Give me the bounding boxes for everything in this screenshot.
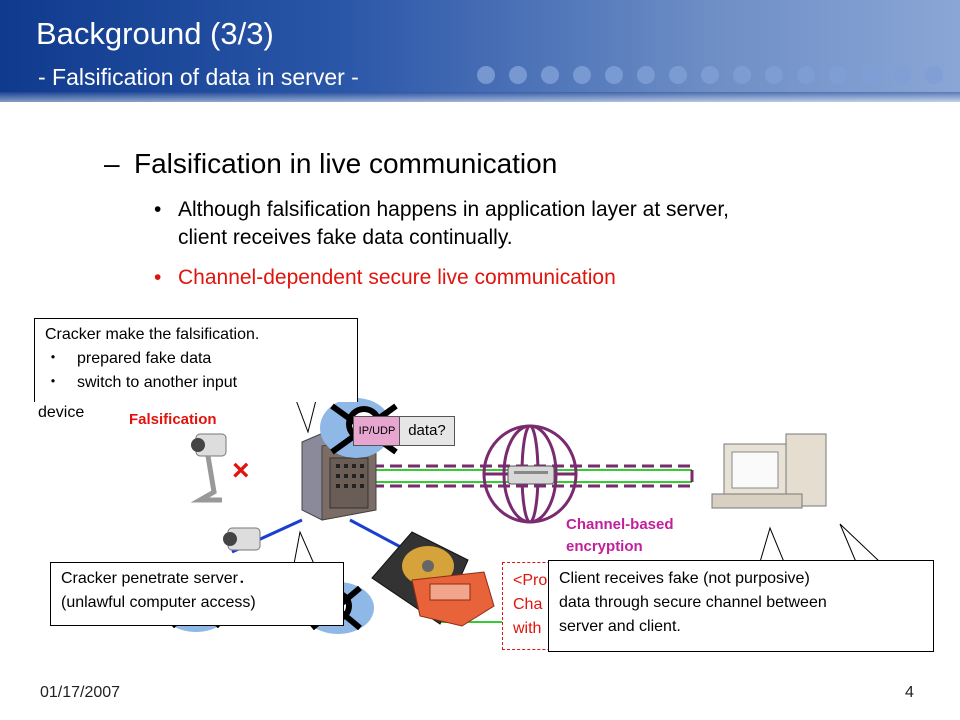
video-tape-icon <box>411 571 495 627</box>
main-bullet: –Falsification in live communication <box>104 148 557 180</box>
footer-date: 01/17/2007 <box>40 684 121 701</box>
slide-subtitle: - Falsification of data in server - <box>38 64 359 90</box>
sub-bullet-2-text: Channel-dependent secure live communicat… <box>178 266 616 289</box>
penetrate-callout-line1: Cracker penetrate server． <box>61 570 254 587</box>
cracker-callout-line2: ・ prepared fake data <box>45 350 212 367</box>
title-banner: Background (3/3) - Falsification of data… <box>0 0 960 102</box>
penetrate-callout-tail <box>293 530 315 565</box>
channel-encryption-label: Channel-based encryption <box>566 514 674 558</box>
client-callout-line2: data through secure channel between <box>559 594 827 611</box>
router-icon <box>507 465 555 485</box>
client-callout-tail-right <box>839 523 882 563</box>
cracker-callout-tail <box>295 399 317 434</box>
cut-x-mark: × <box>232 454 250 487</box>
proposal-box-line2: Cha <box>513 596 543 613</box>
ip-udp-header-label: IP/UDP <box>353 416 401 446</box>
client-callout: Client receives fake (not purposive) dat… <box>548 560 934 652</box>
cracker-callout-line3: ・ switch to another input <box>45 374 238 391</box>
sub-bullet-2: • Channel-dependent secure live communic… <box>154 264 914 292</box>
main-bullet-dash: – <box>104 148 120 179</box>
sub-bullet-1-line1: Although falsification happens in applic… <box>178 198 730 221</box>
penetrate-callout-line2: (unlawful computer access) <box>61 594 256 611</box>
slide-title: Background (3/3) <box>36 16 274 51</box>
main-bullet-text: Falsification in live communication <box>134 148 558 179</box>
bullet-dot: • <box>154 198 162 221</box>
sub-bullet-1: • Although falsification happens in appl… <box>154 196 914 252</box>
client-pc-icon <box>711 433 827 509</box>
proposal-box-line3: with <box>513 620 542 637</box>
falsification-label: Falsification <box>129 411 217 428</box>
channel-label-line2: encryption <box>566 538 643 555</box>
data-payload-label: data? <box>399 416 455 446</box>
camera-icon-top <box>190 433 227 503</box>
cracker-callout-line1: Cracker make the falsification. <box>45 326 260 343</box>
bullet-dot: • <box>154 266 162 289</box>
client-callout-line3: server and client. <box>559 618 681 635</box>
page-number: 4 <box>905 684 914 701</box>
penetrate-callout: Cracker penetrate server． (unlawful comp… <box>50 562 344 626</box>
client-callout-tail-left <box>759 526 785 563</box>
channel-label-line1: Channel-based <box>566 516 674 533</box>
camera-icon-bottom <box>223 527 261 551</box>
cracker-callout: Cracker make the falsification. ・ prepar… <box>34 318 358 402</box>
cracker-callout-line4: device <box>38 404 85 421</box>
proposal-box-line1: <Pro <box>513 572 548 589</box>
banner-dots <box>477 66 943 84</box>
sub-bullet-1-line2: client receives fake data continually. <box>178 226 513 249</box>
client-callout-line1: Client receives fake (not purposive) <box>559 570 810 587</box>
hard-disk-icon <box>371 531 469 625</box>
banner-shade <box>0 92 960 102</box>
